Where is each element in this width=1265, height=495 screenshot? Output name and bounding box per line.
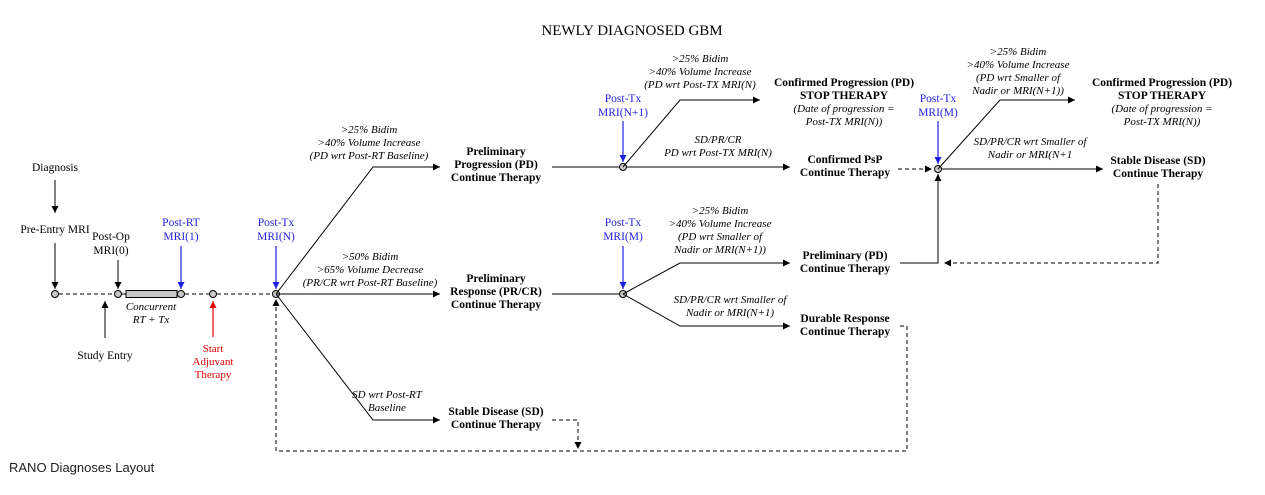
prelim-pd-2-action: Continue Therapy — [800, 263, 890, 275]
sd-right-criteria-1: SD/PR/CR wrt Smaller of — [974, 136, 1089, 148]
confirmed-pd-2-title: Confirmed Progression (PD) — [1092, 77, 1232, 89]
confirmed-pd-1-action: STOP THERAPY — [800, 90, 889, 102]
pre-entry-mri-label: Pre-Entry MRI — [20, 224, 89, 236]
adjuvant-label-3: Therapy — [195, 369, 232, 381]
post-tx-n1-mri-label: MRI(N+1) — [598, 107, 648, 119]
sd1-feedback-arrow — [552, 419, 582, 449]
pd-m-criteria-3: (PD wrt Smaller of — [678, 231, 764, 243]
post-op-node — [114, 290, 122, 298]
post-tx-m-mid-mri-label: MRI(M) — [603, 231, 643, 243]
stable-disease-1-title: Stable Disease (SD) — [448, 406, 543, 418]
post-tx-m-right-mri-label: MRI(M) — [918, 107, 958, 119]
study-entry-label: Study Entry — [77, 350, 133, 362]
branch-prelim-pd-2 — [622, 259, 790, 295]
post-tx-n1-label: Post-Tx — [605, 93, 642, 105]
prog-criteria-3: (PD wrt Post-RT Baseline) — [310, 150, 429, 162]
pd-right-criteria-3: (PD wrt Smaller of — [976, 72, 1062, 84]
diagnosis-label: Diagnosis — [32, 162, 79, 174]
prelim-progression-title-2: Progression (PD) — [454, 159, 538, 171]
adjuvant-label-1: Start — [203, 343, 224, 355]
pd-right-criteria-4: Nadir or MRI(N+1)) — [971, 85, 1064, 97]
post-tx-m-mid-label: Post-Tx — [605, 217, 642, 229]
stable-disease-2-title: Stable Disease (SD) — [1110, 155, 1205, 167]
concurrent-label: Concurrent — [126, 301, 177, 313]
durable-response-title: Durable Response — [800, 313, 889, 325]
prelim-response-title: Preliminary — [466, 273, 525, 285]
pd-n1-criteria-1: >25% Bidim — [672, 53, 729, 65]
confirmed-pd-1-note-1: (Date of progression = — [793, 103, 894, 115]
adjuvant-label-2: Adjuvant — [193, 356, 234, 368]
confirmed-pd-1-title: Confirmed Progression (PD) — [774, 77, 914, 89]
branch-progression — [275, 163, 440, 295]
pd-m-criteria-1: >25% Bidim — [692, 205, 749, 217]
post-rt-node — [177, 290, 185, 298]
sd-right-criteria-2: Nadir or MRI(N+1 — [987, 149, 1072, 161]
adjuvant-node — [209, 290, 217, 298]
figure-caption: RANO Diagnoses Layout — [9, 460, 155, 475]
prog-criteria-1: >25% Bidim — [341, 124, 398, 136]
prelim-response-action: Continue Therapy — [451, 299, 541, 311]
pre-entry-node — [51, 290, 59, 298]
durable-criteria-2: Nadir or MRI(N+1) — [685, 307, 774, 319]
confirmed-psp-action: Continue Therapy — [800, 167, 890, 179]
confirmed-pd-2-note-2: Post-TX MRI(N)) — [1123, 116, 1201, 128]
resp-criteria-2: >65% Volume Decrease — [317, 264, 424, 276]
psp-criteria-1: SD/PR/CR — [694, 134, 741, 146]
psp-criteria-2: PD wrt Post-TX MRI(N) — [663, 147, 772, 159]
branch-confirmed-pd-1 — [622, 96, 760, 168]
durable-criteria-1: SD/PR/CR wrt Smaller of — [674, 294, 789, 306]
stable-disease-1-action: Continue Therapy — [451, 419, 541, 431]
sd2-feedback-arrow — [944, 184, 1159, 267]
concurrent-therapy-bar — [125, 290, 178, 298]
prog-criteria-2: >40% Volume Increase — [318, 137, 421, 149]
confirmed-pd-2-action: STOP THERAPY — [1118, 90, 1207, 102]
resp-criteria-1: >50% Bidim — [342, 251, 399, 263]
diagram-title: NEWLY DIAGNOSED GBM — [541, 23, 722, 39]
pd-n1-criteria-3: (PD wrt Post-TX MRI(N) — [644, 79, 756, 91]
post-rt-label: Post-RT — [162, 217, 200, 229]
confirmed-pd-1-note-2: Post-TX MRI(N)) — [805, 116, 883, 128]
sd-criteria-1: SD wrt Post-RT — [352, 389, 423, 401]
prelim-progression-action: Continue Therapy — [451, 172, 541, 184]
prelim-response-title-2: Response (PR/CR) — [450, 286, 542, 298]
branch-confirmed-pd-2 — [937, 96, 1075, 170]
confirmed-pd-2-note-1: (Date of progression = — [1111, 103, 1212, 115]
post-tx-m-right-label: Post-Tx — [920, 93, 957, 105]
pd-n1-criteria-2: >40% Volume Increase — [649, 66, 752, 78]
branch-stable — [275, 293, 440, 424]
pd-right-criteria-1: >25% Bidim — [990, 46, 1047, 58]
concurrent-label-2: RT + Tx — [132, 314, 170, 326]
branch-durable — [622, 293, 790, 330]
durable-response-action: Continue Therapy — [800, 326, 890, 338]
post-tx-n-mri-label: MRI(N) — [257, 231, 295, 243]
durable-feedback-loop — [272, 299, 908, 452]
pd-m-criteria-2: >40% Volume Increase — [669, 218, 772, 230]
prelim-pd-2-to-right-node — [900, 174, 942, 264]
confirmed-psp-title: Confirmed PsP — [807, 154, 882, 166]
pd-m-criteria-4: Nadir or MRI(N+1)) — [673, 244, 766, 256]
prelim-progression-title: Preliminary — [466, 146, 525, 158]
post-op-mri-label: MRI(0) — [93, 245, 128, 257]
post-rt-mri-label: MRI(1) — [163, 231, 198, 243]
post-op-label: Post-Op — [92, 231, 130, 243]
resp-criteria-3: (PR/CR wrt Post-RT Baseline) — [303, 277, 438, 289]
sd-criteria-2: Baseline — [368, 402, 406, 414]
prelim-pd-2-title: Preliminary (PD) — [802, 250, 887, 262]
stable-disease-2-action: Continue Therapy — [1113, 168, 1203, 180]
pd-right-criteria-2: >40% Volume Increase — [967, 59, 1070, 71]
post-tx-n-label: Post-Tx — [258, 217, 295, 229]
